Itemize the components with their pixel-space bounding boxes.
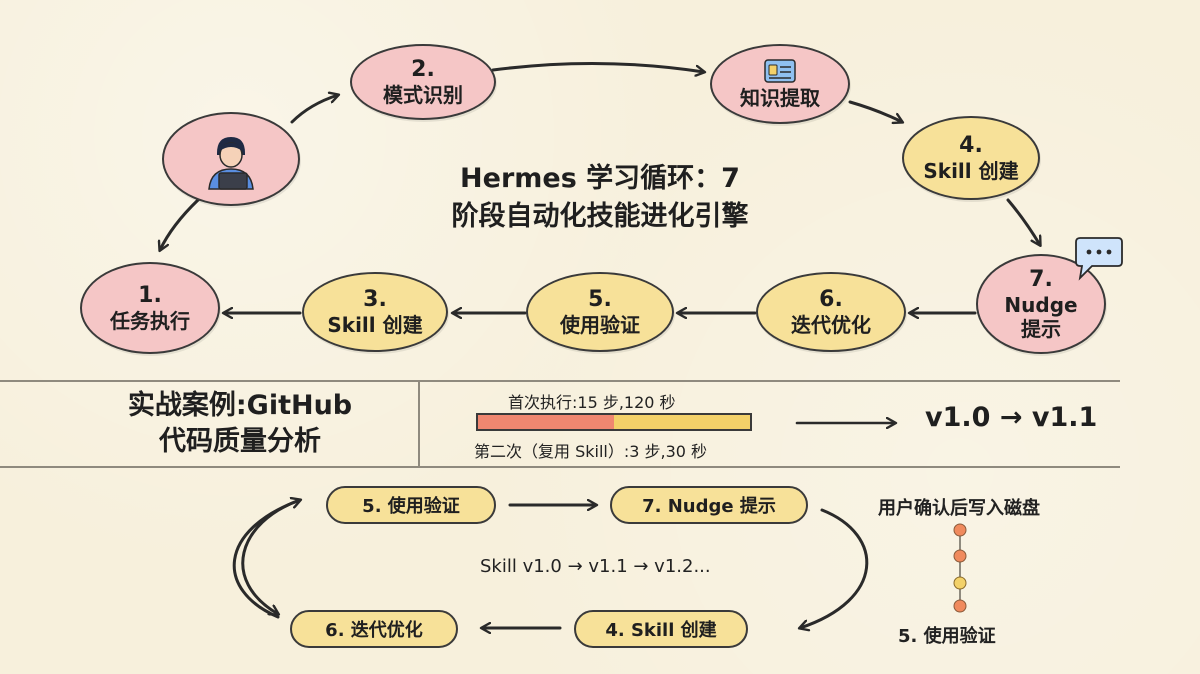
- node-iterate-number: 6.: [819, 286, 843, 312]
- node-nudge-number: 7.: [1029, 266, 1053, 292]
- arrow-skill-to-nudge: [1006, 198, 1040, 245]
- node-iterate-label: 迭代优化: [791, 313, 871, 338]
- node-iterate-optimize: 6. 迭代优化: [756, 272, 906, 352]
- bar-first-run: [478, 415, 614, 429]
- timeline-dot-1: [953, 523, 967, 537]
- arrow-pattern-to-knowledge: [491, 61, 704, 72]
- arrow-knowledge-to-skill: [848, 100, 902, 122]
- chat-bubble-icon: [1070, 236, 1126, 286]
- node-validate-number: 5.: [588, 286, 612, 312]
- node-skill-top-number: 4.: [959, 132, 983, 158]
- case-title: 实战案例:GitHub 代码质量分析: [80, 388, 400, 461]
- node-skill-create-top: 4. Skill 创建: [902, 116, 1040, 200]
- node-use-validate: 5. 使用验证: [526, 272, 674, 352]
- timeline-dot-4: [953, 599, 967, 613]
- divider-bottom: [0, 466, 1120, 468]
- arrow-person-to-pattern: [290, 95, 338, 124]
- node-execute-number: 1.: [138, 282, 162, 308]
- first-run-text: 首次执行:15 步,120 秒: [508, 393, 676, 412]
- node-skill-top-label: Skill 创建: [923, 159, 1019, 184]
- pill-use-validate: 5. 使用验证: [326, 486, 496, 524]
- timeline-label: 5. 使用验证: [898, 626, 996, 647]
- node-execute-label: 任务执行: [110, 309, 190, 334]
- node-pattern-number: 2.: [411, 56, 435, 82]
- node-skill-bottom-number: 3.: [363, 286, 387, 312]
- node-skill-bottom-label: Skill 创建: [327, 313, 423, 338]
- version-label: v1.0 → v1.1: [925, 402, 1098, 433]
- node-knowledge-extraction: 知识提取: [710, 44, 850, 124]
- arrow-nudge-to-create: [800, 508, 869, 628]
- pill-skill-create: 4. Skill 创建: [574, 610, 748, 648]
- title-line-2: 阶段自动化技能进化引擎: [451, 200, 749, 232]
- arrow-person-to-execute: [160, 198, 200, 250]
- node-skill-create-bottom: 3. Skill 创建: [302, 272, 448, 352]
- node-person: [162, 112, 300, 206]
- timeline-dot-3: [953, 576, 967, 590]
- title-line-1: Hermes 学习循环：7: [460, 163, 740, 194]
- node-task-execute: 1. 任务执行: [80, 262, 220, 354]
- bar-second-run: [614, 415, 750, 429]
- divider-top: [0, 380, 1120, 382]
- node-pattern-label: 模式识别: [383, 83, 463, 108]
- divider-vertical: [418, 380, 420, 466]
- case-title-line-1: 实战案例:GitHub: [127, 390, 353, 421]
- pill-iterate-optimize: 6. 迭代优化: [290, 610, 458, 648]
- version-chain-text: Skill v1.0 → v1.1 → v1.2...: [480, 556, 711, 577]
- case-title-line-2: 代码质量分析: [159, 426, 321, 458]
- person-laptop-icon: [197, 125, 265, 193]
- node-nudge-label-1: Nudge: [1004, 293, 1078, 318]
- arrow-validate-to-optimize-loop: [241, 498, 302, 614]
- node-validate-label: 使用验证: [560, 313, 640, 338]
- run-comparison-bar: [476, 413, 752, 431]
- second-run-text: 第二次（复用 Skill）:3 步,30 秒: [474, 442, 708, 461]
- disk-note-text: 用户确认后写入磁盘: [878, 498, 1040, 519]
- timeline-dot-2: [953, 549, 967, 563]
- node-nudge-label-2: 提示: [1021, 317, 1061, 342]
- pill-nudge: 7. Nudge 提示: [610, 486, 808, 524]
- id-card-icon: [763, 58, 797, 86]
- node-knowledge-label: 知识提取: [740, 86, 820, 110]
- diagram-title: Hermes 学习循环：7 阶段自动化技能进化引擎: [410, 160, 790, 236]
- node-pattern-recognition: 2. 模式识别: [350, 44, 496, 120]
